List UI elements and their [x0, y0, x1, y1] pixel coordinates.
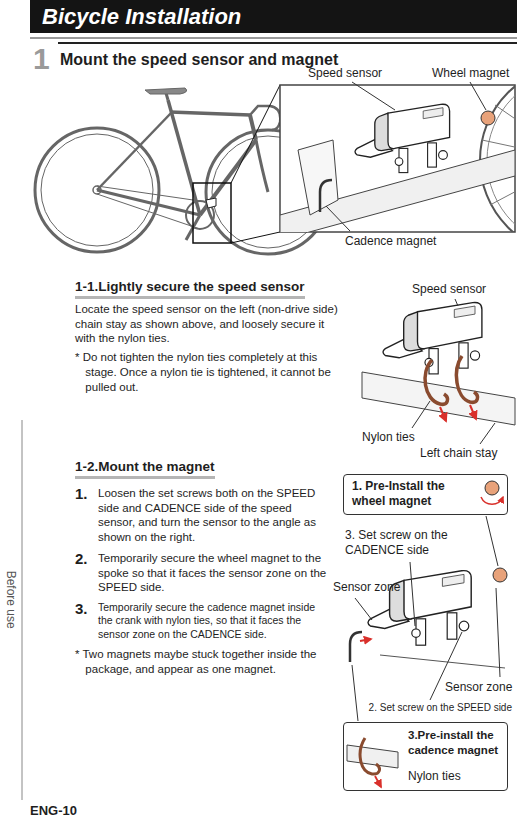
- crank-arm: [298, 140, 338, 215]
- side-tab: Before use: [2, 565, 17, 635]
- callout-label: 3. Set screw on the CADENCE side: [345, 528, 485, 559]
- cadence-magnet: [350, 632, 362, 662]
- seat-stay: [97, 112, 172, 190]
- turn-arrow: [481, 497, 503, 504]
- note-text: * Do not tighten the nylon ties complete…: [75, 350, 347, 394]
- leader-line: [486, 516, 498, 566]
- step-row: * Two magnets maybe stuck together insid…: [75, 647, 331, 676]
- speed-sensor: [383, 302, 482, 373]
- pull-arrow: [470, 405, 476, 419]
- part-label: Cadence magnet: [345, 234, 436, 249]
- step-number: 1.: [75, 486, 98, 502]
- side-rule: [22, 420, 23, 800]
- section-number: 1: [33, 40, 50, 78]
- part-label: Nylon ties: [362, 430, 415, 445]
- step-row: 2.Temporarily secure the wheel magnet to…: [75, 551, 331, 595]
- leader-line: [355, 598, 372, 620]
- saddle: [145, 88, 187, 94]
- pull-arrow: [440, 407, 446, 421]
- chain-stay: [380, 655, 505, 668]
- leader-line: [326, 206, 350, 231]
- wheel-magnet: [481, 111, 495, 125]
- leader-line: [480, 423, 495, 444]
- callout-box: 3.Pre-install the cadence magnetNylon ti…: [343, 722, 508, 791]
- subsection-heading: 1-2.Mount the magnet: [75, 458, 215, 479]
- part-label: Speed sensor: [308, 66, 382, 81]
- leader-line: [455, 299, 458, 306]
- callout-box: 1. Pre-Install the wheel magnet: [343, 474, 508, 515]
- page-number: ENG-10: [30, 803, 77, 820]
- speed-sensor: [355, 104, 450, 172]
- seat-tube: [168, 100, 200, 215]
- step-row: 1.Loosen the set screws both on the SPEE…: [75, 486, 331, 545]
- pull-arrow: [375, 776, 381, 787]
- note-text: * Two magnets maybe stuck together insid…: [75, 647, 331, 676]
- box-text: 1. Pre-Install the wheel magnet: [352, 479, 473, 510]
- step-text: Temporarily secure the wheel magnet to t…: [98, 551, 331, 595]
- zoom-line: [231, 85, 280, 183]
- callout-label: 2. Set screw on the SPEED side: [340, 702, 512, 715]
- head-tube: [250, 115, 256, 140]
- leader-line: [470, 82, 486, 110]
- section-heading: Mount the speed sensor and magnet: [60, 50, 338, 70]
- wheel-magnet: [493, 568, 507, 582]
- step-row: 3.Temporarily secure the cadence magnet …: [75, 601, 331, 641]
- rule: [30, 37, 517, 39]
- step-text: Temporarily secure the cadence magnet in…: [98, 601, 331, 641]
- handlebar: [250, 106, 280, 130]
- fork: [256, 140, 268, 192]
- page-title: Bicycle Installation: [42, 2, 241, 31]
- leader-line: [352, 665, 358, 721]
- box-text: 3.Pre-install the cadence magnet: [408, 728, 502, 757]
- chain: [97, 194, 200, 229]
- step-text: Loosen the set screws both on the SPEED …: [98, 486, 331, 545]
- part-label: Speed sensor: [412, 282, 486, 297]
- subsection-heading: 1-1.Lightly secure the speed sensor: [75, 278, 305, 299]
- leader-line: [352, 82, 395, 110]
- chain-stay: [362, 372, 515, 425]
- title-band: [30, 0, 517, 33]
- callout-label: Sensor zone: [333, 580, 400, 595]
- sensor-icon: [206, 198, 216, 208]
- leader-line: [410, 562, 415, 626]
- cadence-magnet: [320, 180, 332, 212]
- nylon-tie: [456, 356, 477, 402]
- top-tube: [170, 112, 250, 115]
- callout-label: Sensor zone: [445, 680, 512, 695]
- part-label: Left chain stay: [420, 446, 497, 461]
- crank-arm: [347, 745, 398, 768]
- down-tube: [200, 140, 256, 215]
- zoom-box: [193, 183, 231, 243]
- step-list: 1.Loosen the set screws both on the SPEE…: [75, 486, 331, 683]
- step-number: 2.: [75, 551, 98, 567]
- wheel-magnet: [485, 481, 499, 495]
- step-number: 3.: [75, 601, 98, 617]
- leader-line: [496, 588, 500, 677]
- part-label: Wheel magnet: [432, 66, 509, 81]
- move-arrow: [360, 639, 371, 641]
- leader-line: [412, 401, 430, 428]
- zoom-line: [231, 232, 280, 243]
- box-text: Nylon ties: [408, 769, 502, 784]
- nylon-tie: [360, 738, 379, 774]
- nylon-tie: [425, 360, 447, 404]
- text-column: Locate the speed sensor on the left (non…: [75, 302, 347, 394]
- rule: [58, 42, 517, 44]
- body-text: Locate the speed sensor on the left (non…: [75, 302, 347, 346]
- inset-drawing: [280, 85, 515, 232]
